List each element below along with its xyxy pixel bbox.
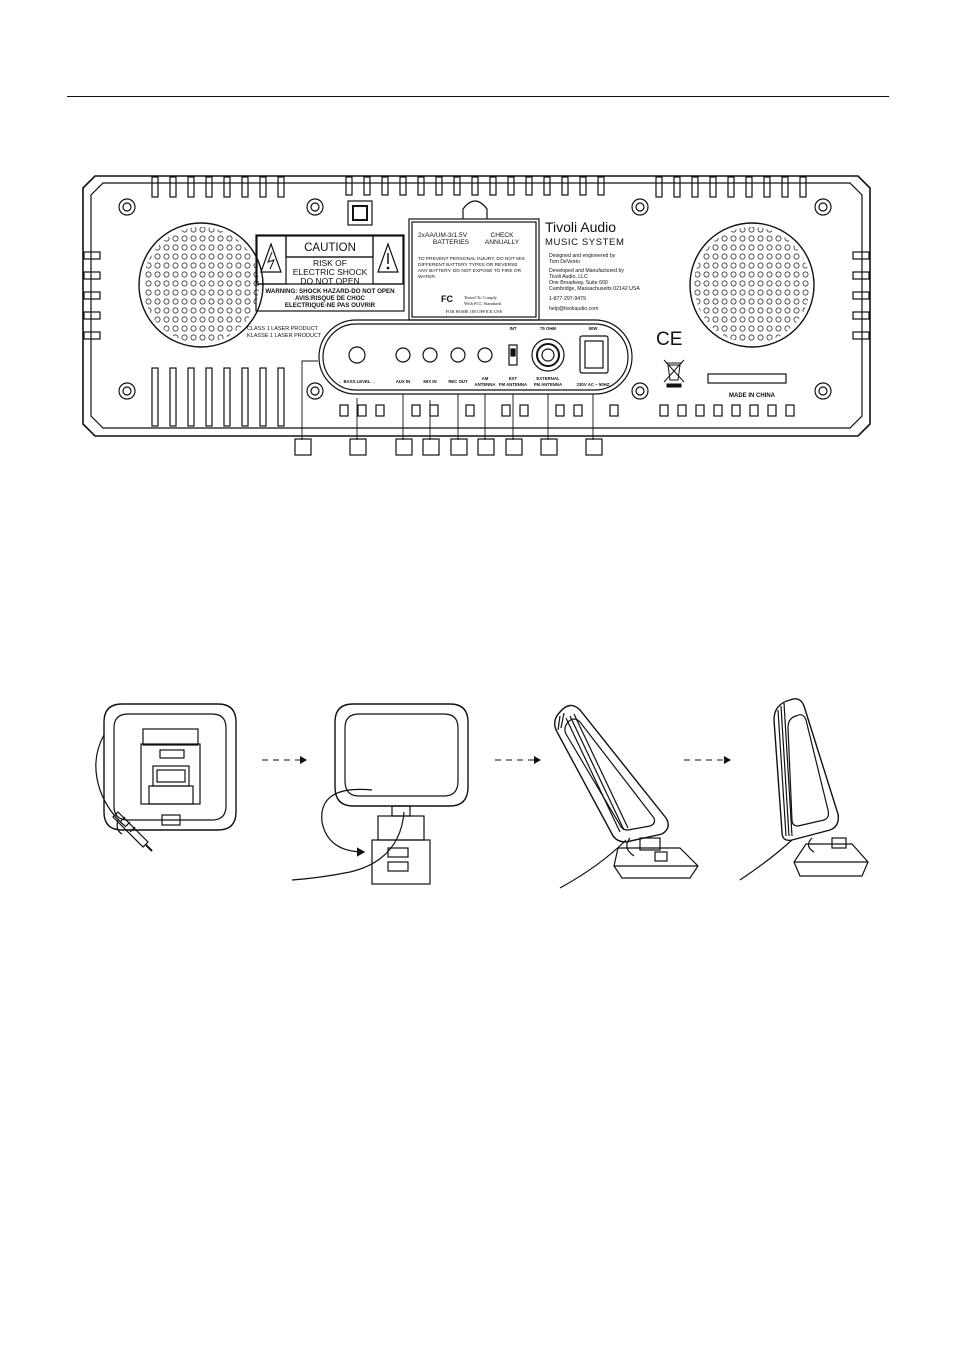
rear-panel-text: CAUTION RISK OF ELECTRIC SHOCK DO NOT OP…	[247, 219, 776, 399]
battery-warning-line: DIFFERENT BATTERY TYPES OR REVERSE	[418, 262, 518, 268]
side-vents	[83, 251, 870, 340]
rec-out-jack	[450, 347, 466, 363]
ac-power-inlet	[579, 335, 609, 374]
am-antenna-label: ANTENNA	[474, 382, 495, 387]
antenna-assembly-steps	[95, 698, 869, 889]
antenna-step-1	[95, 703, 237, 852]
battery-annually: ANNUALLY	[485, 239, 520, 246]
brand-name: Tivoli Audio	[545, 219, 616, 235]
ac-power-label: 230V AC ~ 50HZ	[577, 382, 610, 387]
caution-title: CAUTION	[304, 242, 356, 254]
brand-info-line: Designed and engineered by	[549, 253, 616, 259]
brand-info-line: help@tivoliaudio.com	[549, 306, 598, 312]
panel-outer-edge	[82, 175, 871, 437]
ohm-label: 75 OHM	[540, 326, 556, 331]
caution-risk-line: DO NOT OPEN	[300, 276, 359, 286]
power-label: 50W	[589, 326, 599, 331]
callout-box	[395, 438, 413, 456]
battery-warning-line: TO PREVENT PERSONAL INJURY, DO NOT MIX	[418, 256, 526, 262]
leader-lines	[301, 360, 594, 440]
ext-antenna-label: EXT	[509, 376, 518, 381]
laser-line: KLASSE 1 LASER PRODUCT	[247, 333, 322, 339]
int-ext-switch	[508, 344, 518, 366]
weee-bin-icon	[663, 359, 685, 388]
fm-antenna-label: FM ANTENNA	[534, 382, 562, 387]
callout-boxes	[294, 438, 603, 456]
caution-risk-line: ELECTRIC SHOCK	[293, 267, 368, 277]
am-antenna-label: AM	[482, 376, 489, 381]
ext-antenna-label: FM ANTENNA	[499, 382, 527, 387]
battery-warning-line: WATER.	[418, 274, 436, 280]
fm-antenna-label: EXTERNAL	[536, 376, 560, 381]
left-speaker-grille-icon	[138, 222, 264, 348]
int-label: INT	[510, 326, 517, 331]
antenna-plug-icon	[112, 811, 149, 848]
mix-in-jack	[422, 347, 438, 363]
bass-level-knob	[348, 346, 366, 364]
caution-risk-line: RISK OF	[313, 258, 347, 268]
brand-info-line: One Broadway, Suite 600	[549, 280, 608, 286]
connector-panel	[318, 319, 633, 395]
antenna-step-2	[291, 703, 469, 885]
home-office-use: FOR HOME OR OFFICE USE	[446, 309, 503, 314]
brand-product: MUSIC SYSTEM	[545, 237, 625, 248]
bass-level-label: ← BASS LEVEL →	[338, 379, 376, 384]
battery-latch	[462, 200, 488, 219]
brand-info-line: Tivoli Audio, LLC	[549, 274, 588, 280]
caution-label	[255, 234, 405, 312]
rec-out-label: REC OUT	[448, 379, 468, 384]
screw-icons	[118, 198, 832, 400]
aux-in-label: AUX IN	[396, 379, 411, 384]
fcc-text-line: Tested To Comply	[464, 295, 498, 300]
rear-panel	[82, 175, 871, 456]
battery-batteries: BATTERIES	[433, 239, 470, 246]
callout-box	[505, 438, 523, 456]
brand-info-line: Developed and Manufactured by	[549, 268, 624, 274]
brand-info-line: Tom DeVesto	[549, 259, 580, 265]
laser-line: CLASS 1 LASER PRODUCT	[247, 326, 319, 332]
square-button	[347, 200, 373, 226]
am-antenna-jack	[477, 347, 493, 363]
battery-warning-line: ANY BATTERY. DO NOT EXPOSE TO FIRE OR	[418, 268, 522, 274]
mix-in-label: MIX IN	[423, 379, 436, 384]
fcc-mark-icon: FC	[441, 294, 453, 304]
caution-warning-line: ELECTRIQUE-NE PAS OUVRIR	[285, 302, 376, 309]
bottom-vents	[151, 367, 795, 427]
callout-box	[349, 438, 367, 456]
callout-box	[477, 438, 495, 456]
antenna-step-3	[553, 704, 699, 889]
shock-warning-icon	[260, 242, 282, 273]
top-vents	[151, 176, 807, 198]
battery-check: CHECK	[490, 232, 514, 239]
caution-warning-line: WARNING: SHOCK HAZARD-DO NOT OPEN	[265, 288, 395, 295]
panel-inner-edge	[90, 182, 863, 429]
fm-antenna-connector	[531, 338, 565, 372]
callout-box	[585, 438, 603, 456]
callout-box	[422, 438, 440, 456]
fcc-text-line: With FCC Standards	[464, 301, 502, 306]
callout-box	[450, 438, 468, 456]
right-speaker-grille-icon	[689, 222, 815, 348]
callout-box	[540, 438, 558, 456]
ce-mark-icon: CE	[656, 329, 682, 350]
made-in-label: MADE IN CHINA	[729, 393, 776, 399]
brand-info-line: 1-877-297-9479	[549, 296, 586, 302]
exclamation-warning-icon	[377, 242, 399, 273]
aux-in-jack	[395, 347, 411, 363]
brand-info-line: Cambridge, Massachusetts 02142 USA	[549, 286, 640, 292]
callout-box	[294, 438, 312, 456]
caution-warning-line: AVIS:RISQUE DE CHOC	[295, 295, 366, 302]
battery-spec: 2xAA/UM-3/1.5V	[418, 232, 468, 239]
antenna-step-4	[739, 698, 869, 881]
header-rule	[67, 96, 889, 97]
serial-sticker	[707, 373, 787, 384]
